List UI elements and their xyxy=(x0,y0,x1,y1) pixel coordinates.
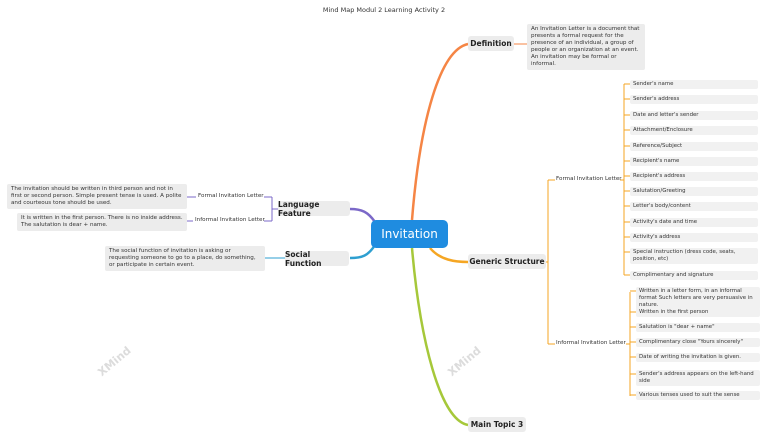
topic-language-feature[interactable]: Language Feature xyxy=(278,200,350,218)
informal-structure-item[interactable]: Date of writing the invitation is given. xyxy=(636,353,760,362)
topic-social-function[interactable]: Social Function xyxy=(285,250,349,268)
formal-structure-item[interactable]: Activity's date and time xyxy=(630,218,758,227)
connector-social-function xyxy=(349,244,377,260)
subtopic-informal-invitation-letter[interactable]: Informal Invitation Letter xyxy=(556,340,626,346)
formal-structure-item[interactable]: Recipient's address xyxy=(630,172,758,181)
topic-main-topic-3[interactable]: Main Topic 3 xyxy=(468,417,526,432)
subtopic-lf-informal-invitation-letter[interactable]: Informal Invitation Letter xyxy=(195,217,265,223)
informal-structure-item[interactable]: Written in a letter form, in an informal… xyxy=(636,287,760,310)
subtopic-formal-invitation-letter[interactable]: Formal Invitation Letter xyxy=(556,176,622,182)
formal-structure-item[interactable]: Letter's body/content xyxy=(630,202,758,211)
formal-structure-item[interactable]: Date and letter's sender xyxy=(630,111,758,120)
lf-formal-note: The invitation should be written in thir… xyxy=(7,184,187,209)
central-topic[interactable]: Invitation xyxy=(371,220,448,248)
informal-structure-item[interactable]: Salutation is "dear + name" xyxy=(636,323,760,332)
connector-language-feature xyxy=(349,207,377,223)
informal-structure-item[interactable]: Sender's address appears on the left-han… xyxy=(636,370,760,386)
formal-structure-item[interactable]: Activity's address xyxy=(630,233,758,242)
informal-structure-item[interactable]: Various tenses used to suit the sense xyxy=(636,391,760,400)
connector-generic-structure xyxy=(429,247,469,264)
social-function-note: The social function of invitation is ask… xyxy=(105,246,265,271)
formal-structure-item[interactable]: Sender's address xyxy=(630,95,758,104)
definition-note: An Invitation Letter is a document that … xyxy=(527,24,645,70)
connector-main-topic-3 xyxy=(410,247,469,427)
connector-definition xyxy=(410,42,469,221)
lf-informal-note: It is written in the first person. There… xyxy=(17,213,187,231)
topic-definition[interactable]: Definition xyxy=(468,36,514,51)
formal-structure-item[interactable]: Reference/Subject xyxy=(630,142,758,151)
formal-structure-item[interactable]: Special instruction (dress code, seats, … xyxy=(630,248,758,264)
informal-structure-item[interactable]: Complimentary close "Yours sincerely" xyxy=(636,338,760,347)
subtopic-lf-formal-invitation-letter[interactable]: Formal Invitation Letter xyxy=(198,193,264,199)
page-title: Mind Map Modul 2 Learning Activity 2 xyxy=(322,6,446,14)
formal-structure-item[interactable]: Attachment/Enclosure xyxy=(630,126,758,135)
formal-structure-item[interactable]: Salutation/Greeting xyxy=(630,187,758,196)
formal-structure-item[interactable]: Sender's name xyxy=(630,80,758,89)
formal-structure-item[interactable]: Recipient's name xyxy=(630,157,758,166)
topic-generic-structure[interactable]: Generic Structure xyxy=(468,254,546,269)
formal-structure-item[interactable]: Complimentary and signature xyxy=(630,271,758,280)
informal-structure-item[interactable]: Written in the first person xyxy=(636,308,760,317)
